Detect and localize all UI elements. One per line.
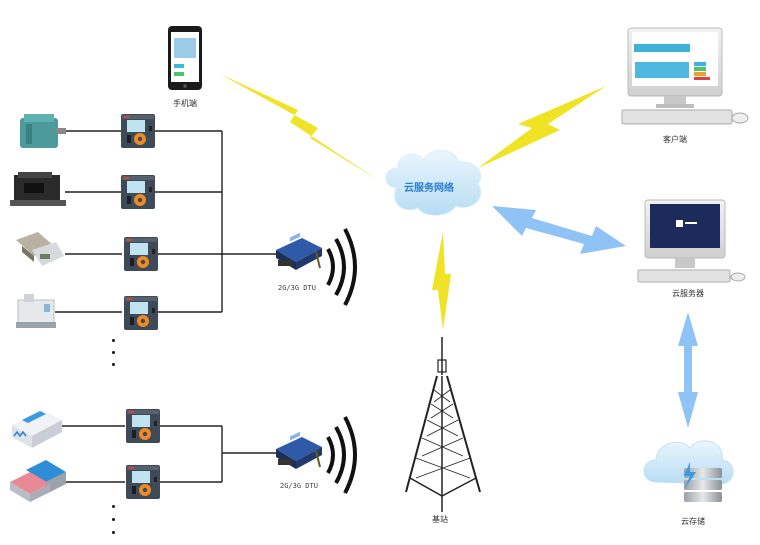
device-transformer — [16, 294, 56, 328]
dtu-device-2 — [275, 430, 323, 470]
client-label: 客户端 — [663, 135, 687, 144]
more-dot — [112, 505, 115, 508]
power-meter-1 — [121, 114, 155, 148]
lightning-bolt-tower — [432, 232, 451, 330]
more-dot — [112, 351, 115, 354]
dtu-2-label: 2G/3G DTU — [280, 482, 318, 490]
cloud-network-label: 云服务网络 — [404, 183, 454, 194]
more-dot — [112, 531, 115, 534]
base-station-tower — [405, 337, 481, 512]
mobile-label: 手机端 — [173, 99, 197, 108]
more-dot — [112, 518, 115, 521]
client-computer — [621, 27, 749, 125]
device-factory-building — [12, 410, 62, 448]
power-meter-2 — [121, 175, 155, 209]
cloud-server-computer — [637, 199, 746, 283]
power-meter-3 — [124, 237, 158, 271]
power-meter-4 — [124, 296, 158, 330]
dtu-1-label: 2G/3G DTU — [278, 284, 316, 292]
dtu-device-1 — [275, 231, 323, 271]
cloud-storage-label: 云存储 — [681, 517, 705, 526]
power-meter-6 — [126, 465, 160, 499]
device-machinery — [16, 232, 64, 266]
wires-group-2 — [58, 425, 280, 483]
base-station-label: 基站 — [432, 515, 448, 524]
signal-waves-1 — [326, 227, 357, 307]
mobile-phone — [168, 26, 202, 90]
more-dot — [112, 339, 115, 342]
more-dot — [112, 363, 115, 366]
cloud-network — [385, 150, 482, 216]
device-generator-set — [10, 172, 66, 206]
wires-group-1 — [55, 130, 280, 313]
signal-waves-2 — [326, 415, 357, 495]
device-motor — [20, 114, 66, 148]
cloud-server-label: 云服务器 — [672, 289, 704, 298]
lightning-bolt-mobile — [220, 74, 378, 180]
power-meter-5 — [126, 409, 160, 443]
bidirectional-arrow-storage — [678, 312, 698, 428]
device-warehouse-buildings — [10, 460, 66, 502]
cloud-storage — [643, 440, 734, 502]
lightning-bolt-client — [478, 86, 606, 168]
bidirectional-arrow-server — [492, 206, 626, 254]
